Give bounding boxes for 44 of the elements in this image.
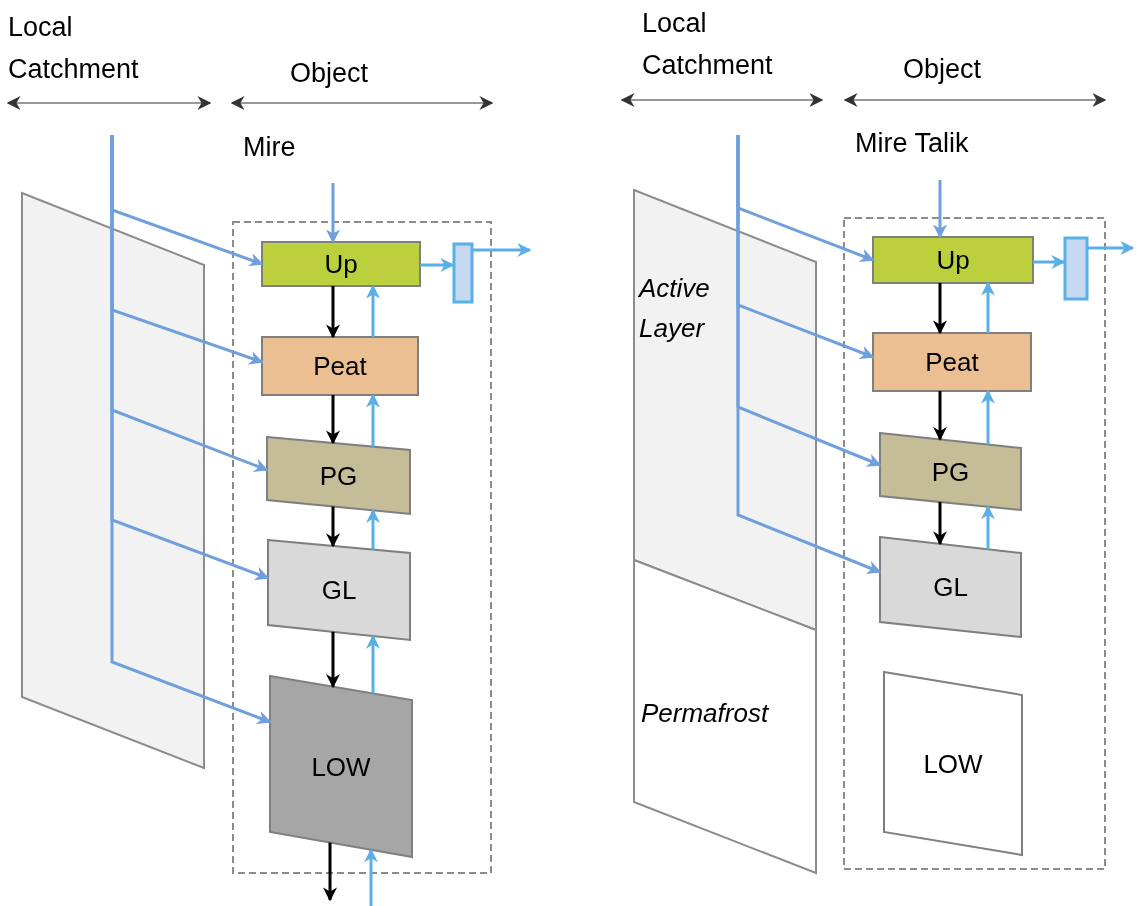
soil-layer: PG bbox=[267, 437, 410, 514]
soil-layer: LOW bbox=[884, 672, 1022, 855]
catchment-panel bbox=[22, 193, 204, 768]
frame-title: Mire bbox=[243, 132, 296, 163]
soil-layer: LOW bbox=[270, 676, 412, 857]
active-layer-panel: Active Layer bbox=[634, 190, 816, 630]
arrow bbox=[1033, 255, 1066, 269]
arrow bbox=[326, 506, 340, 548]
arrow bbox=[420, 258, 455, 272]
arrow bbox=[981, 281, 995, 333]
arrow bbox=[366, 509, 380, 550]
arrow bbox=[366, 634, 380, 694]
soil-layer: GL bbox=[268, 540, 410, 640]
arrow bbox=[366, 393, 380, 447]
soil-layer: Peat bbox=[873, 333, 1031, 391]
arrow bbox=[933, 391, 947, 441]
header-label: Local Catchment bbox=[8, 11, 140, 86]
arrow bbox=[326, 395, 340, 445]
header-label: Local Catchment bbox=[642, 7, 774, 82]
arrow bbox=[326, 183, 340, 244]
outlet-reservoir bbox=[453, 243, 473, 303]
header-label: Object bbox=[903, 53, 983, 86]
arrow bbox=[326, 286, 340, 339]
soil-layer: GL bbox=[880, 537, 1021, 637]
arrow bbox=[364, 848, 378, 906]
soil-layer: Peat bbox=[262, 337, 418, 395]
soil-layer: Up bbox=[873, 237, 1033, 283]
frame-title: Mire Talik bbox=[855, 128, 969, 159]
arrow bbox=[1088, 241, 1135, 255]
soil-layer: Up bbox=[262, 242, 420, 286]
arrow bbox=[933, 180, 947, 239]
arrow bbox=[366, 284, 380, 337]
arrow bbox=[933, 501, 947, 546]
header-label: Object bbox=[290, 57, 370, 90]
arrow bbox=[473, 243, 532, 257]
outlet-reservoir bbox=[1064, 237, 1088, 300]
arrow bbox=[326, 631, 340, 689]
arrow bbox=[981, 389, 995, 445]
arrow bbox=[736, 135, 882, 574]
arrow bbox=[981, 505, 995, 550]
arrow bbox=[323, 842, 337, 902]
arrow bbox=[933, 283, 947, 335]
permafrost-panel: Permafrost bbox=[634, 560, 816, 873]
soil-layer: PG bbox=[880, 433, 1021, 510]
